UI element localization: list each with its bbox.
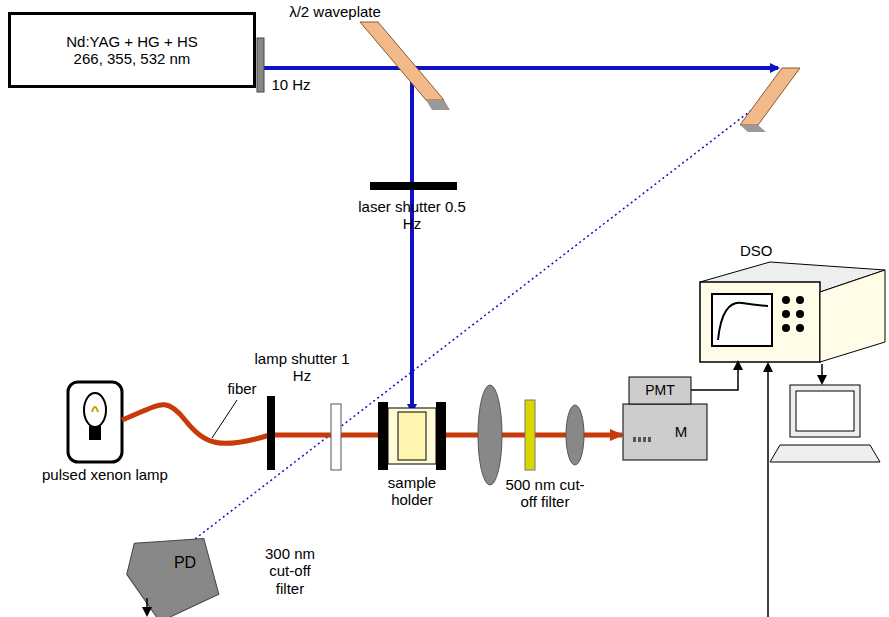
cutoff-filter xyxy=(331,404,341,470)
part-label: lamp shutter 1 Hz xyxy=(250,350,354,385)
part-label: 10 Hz xyxy=(266,76,316,93)
part-label: 300 nm cut-off filter xyxy=(255,545,325,597)
laser-beam xyxy=(410,68,414,412)
mirror-mount xyxy=(426,100,450,110)
signal-wire xyxy=(146,598,148,615)
decay-trace xyxy=(718,303,768,340)
reference-beam xyxy=(178,92,775,552)
part-label: laser shutter 0.5 Hz xyxy=(350,198,474,233)
monochromator-box: M xyxy=(655,404,707,460)
optical-fiber xyxy=(122,405,270,444)
display-digits xyxy=(633,437,651,442)
keyboard xyxy=(770,445,880,462)
photodiode-box: PD xyxy=(160,548,210,578)
leader-line xyxy=(212,400,237,438)
laser-box: Nd:YAG + HG + HS 266, 355, 532 nm xyxy=(8,12,256,88)
waveplate xyxy=(257,38,264,92)
lens xyxy=(478,385,502,485)
part-label: 500 nm cut-off filter xyxy=(505,476,585,511)
monitor-screen xyxy=(796,391,854,431)
holder-bracket xyxy=(378,402,388,470)
laser-beam xyxy=(258,66,778,70)
lamp-bulb xyxy=(84,393,106,427)
lamp-filament xyxy=(92,407,98,412)
data-wire xyxy=(821,364,823,383)
part-label: λ/2 waveplate xyxy=(270,3,400,20)
sample-cell xyxy=(398,412,426,460)
lamp-shutter xyxy=(267,396,275,470)
mirror-mount xyxy=(740,125,766,132)
lamp-base xyxy=(89,426,101,440)
part-label: fiber xyxy=(222,380,262,397)
pmt-box: PMT xyxy=(629,377,691,404)
photomultiplier xyxy=(629,377,691,404)
lens xyxy=(566,405,584,465)
cutoff-filter xyxy=(525,400,535,470)
xenon-lamp xyxy=(68,382,122,462)
oscilloscope xyxy=(700,282,820,362)
oscilloscope-side xyxy=(820,270,885,362)
box-label: M xyxy=(675,423,688,440)
trigger-wire xyxy=(767,364,769,617)
signal-connector xyxy=(691,362,738,390)
part-label: sample holder xyxy=(370,474,454,509)
scope-knobs xyxy=(782,296,804,332)
part-label: pulsed xenon lamp xyxy=(20,466,190,483)
sample-cuvette xyxy=(388,408,436,464)
monitor xyxy=(790,385,860,437)
photodiode xyxy=(116,516,228,617)
box-label: PMT xyxy=(645,382,675,398)
monochromator xyxy=(623,404,707,460)
box-label: PD xyxy=(174,554,196,572)
beam-splitter xyxy=(360,22,444,100)
box-label: Nd:YAG + HG + HS 266, 355, 532 nm xyxy=(57,33,207,68)
device-label: DSO xyxy=(740,242,773,259)
laser-shutter xyxy=(370,182,457,190)
oscilloscope-box: DSO xyxy=(700,282,820,362)
mirror xyxy=(740,68,800,125)
scope-screen xyxy=(712,294,772,346)
holder-bracket xyxy=(436,402,446,470)
